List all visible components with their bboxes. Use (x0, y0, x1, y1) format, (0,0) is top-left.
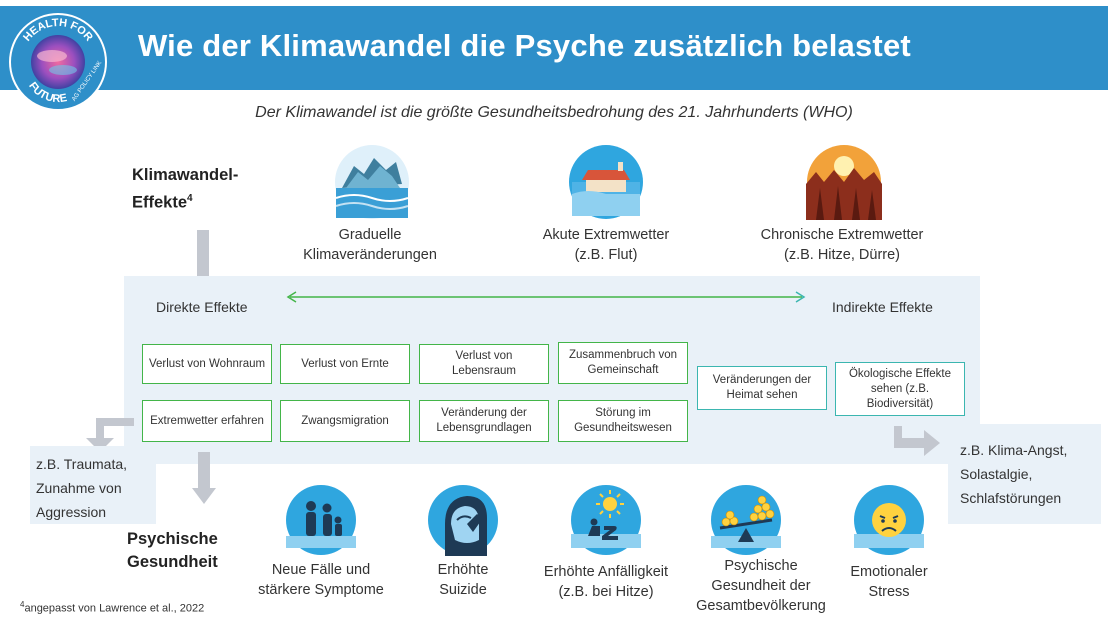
climate-effect-chronic-line1: Chronische Extremwetter (760, 227, 924, 243)
box-zusammenbruch-gemeinschaft: Zusammenbruch von Gemeinschaft (558, 342, 688, 384)
down-arrow-bottom (192, 452, 216, 504)
subtitle: Der Klimawandel ist die größte Gesundhei… (255, 104, 853, 121)
indirect-effects-label: Indirekte Effekte (832, 299, 933, 315)
box-verlust-ernte: Verlust von Ernte (280, 344, 410, 384)
mental-effect-population: Psychische Gesundheit der Gesamtbevölker… (686, 556, 836, 616)
box-veraenderung-lebensgrundlagen: Veränderung der Lebensgrundlagen (419, 400, 549, 442)
family-icon (286, 485, 356, 555)
mental-health-heading: Psychische Gesundheit (127, 528, 218, 574)
climate-effect-acute: Akute Extremwetter (z.B. Flut) (506, 225, 706, 265)
right-arrow (894, 426, 940, 456)
mental-effect-vulnerability-line2: (z.B. bei Hitze) (558, 584, 654, 600)
box-veraenderungen-heimat: Veränderungen der Heimat sehen (697, 366, 827, 410)
climate-effects-heading-line1: Klimawandel- (132, 166, 239, 184)
mental-effect-vulnerability: Erhöhte Anfälligkeit (z.B. bei Hitze) (526, 562, 686, 602)
box-extremwetter-erfahren: Extremwetter erfahren (142, 400, 272, 442)
distressed-person-icon (428, 485, 498, 556)
climate-effect-acute-line1: Akute Extremwetter (542, 227, 670, 243)
left-outcome-line2: Zunahme von (36, 480, 122, 496)
direct-effects-label: Direkte Effekte (156, 299, 248, 315)
glacier-icon (335, 145, 409, 219)
mental-effect-vulnerability-line1: Erhöhte Anfälligkeit (543, 564, 669, 580)
sad-face-icon (854, 485, 924, 555)
mental-effect-new-cases-line1: Neue Fälle und (271, 562, 371, 578)
right-outcome-box: z.B. Klima-Angst, Solastalgie, Schlafstö… (948, 424, 1101, 524)
left-outcome-box: z.B. Traumata, Zunahme von Aggression (30, 446, 156, 524)
box-verlust-wohnraum: Verlust von Wohnraum (142, 344, 272, 384)
mental-effect-suicides: Erhöhte Suizide (400, 560, 526, 600)
mental-effect-suicides-line1: Erhöhte (437, 562, 489, 578)
forest-fire-icon (806, 145, 882, 220)
left-bent-arrow (86, 418, 134, 452)
population-balance-icon (711, 485, 781, 555)
mental-effect-stress: Emotionaler Stress (826, 562, 952, 602)
mental-effect-population-line2: Gesundheit der (711, 578, 811, 594)
box-oekologische-effekte: Ökologische Effekte sehen (z.B. Biodiver… (835, 362, 965, 416)
mental-effect-stress-line1: Emotionaler (850, 564, 928, 580)
footnote-mark: 4 (20, 600, 25, 609)
right-outcome-line3: Schlafstörungen (960, 490, 1062, 506)
mental-effect-population-line1: Psychische (724, 558, 798, 574)
heat-vulnerability-icon (571, 485, 641, 555)
health-for-future-logo: HEALTH FOR FUTURE AG POLICY LINK (9, 13, 107, 111)
mental-effect-new-cases: Neue Fälle und stärkere Symptome (246, 560, 396, 600)
header-topline (0, 0, 1108, 6)
climate-effect-gradual-line2: Klimaveränderungen (303, 247, 437, 263)
header-bar (0, 6, 1108, 90)
left-outcome-line3: Aggression (36, 504, 107, 520)
mental-effect-population-line3: Gesamtbevölkerung (696, 598, 826, 614)
direct-indirect-arrow (286, 291, 806, 303)
climate-effects-heading-line2: Effekte (132, 193, 188, 212)
flood-house-icon (569, 145, 643, 219)
mental-effect-suicides-line2: Suizide (439, 582, 487, 598)
mental-effect-new-cases-line2: stärkere Symptome (258, 582, 384, 598)
right-outcome-line2: Solastalgie, (960, 466, 1033, 482)
box-stoerung-gesundheitswesen: Störung im Gesundheitswesen (558, 400, 688, 442)
page-title: Wie der Klimawandel die Psyche zusätzlic… (138, 28, 911, 63)
climate-effect-chronic: Chronische Extremwetter (z.B. Hitze, Dür… (732, 225, 952, 265)
climate-effect-gradual: Graduelle Klimaveränderungen (270, 225, 470, 265)
mental-health-heading-line2: Gesundheit (127, 553, 218, 571)
climate-effects-heading: Klimawandel- Effekte4 (132, 164, 238, 215)
mental-effect-stress-line2: Stress (868, 584, 910, 600)
box-verlust-lebensraum: Verlust von Lebensraum (419, 344, 549, 384)
climate-effect-gradual-line1: Graduelle (338, 227, 402, 243)
right-outcome-line1: z.B. Klima-Angst, (960, 442, 1068, 458)
left-outcome-line1: z.B. Traumata, (36, 456, 128, 472)
footnote-text: angepasst von Lawrence et al., 2022 (24, 602, 205, 615)
climate-effect-acute-line2: (z.B. Flut) (574, 247, 638, 263)
footnote: 4angepasst von Lawrence et al., 2022 (20, 600, 204, 615)
mental-health-heading-line1: Psychische (127, 530, 218, 548)
climate-effect-chronic-line2: (z.B. Hitze, Dürre) (783, 247, 900, 263)
down-arrow-top (197, 230, 209, 280)
climate-effects-footnote-mark: 4 (187, 193, 193, 204)
box-zwangsmigration: Zwangsmigration (280, 400, 410, 442)
